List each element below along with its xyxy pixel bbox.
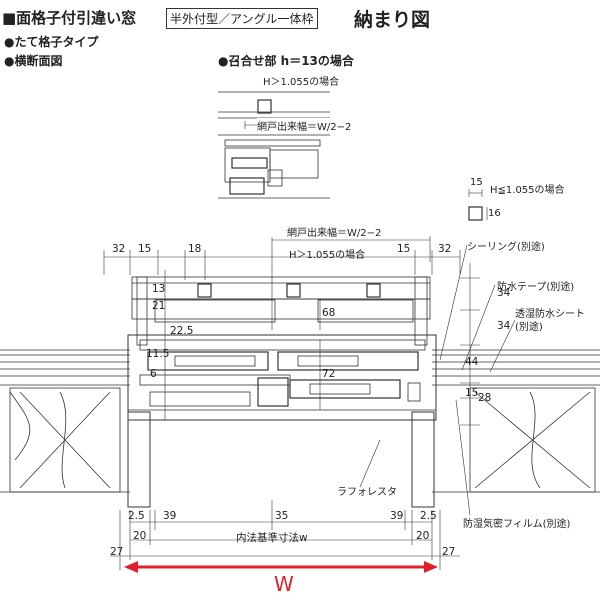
meeting-h-label: H＞1.055の場合 <box>263 77 340 88</box>
callout-sealing: シーリング(別途) <box>467 242 545 253</box>
interior-casing <box>127 411 435 508</box>
page-title: ■面格子付引違い窓 <box>2 9 137 27</box>
inner-dimension-label: 内法基準寸法w <box>236 532 308 544</box>
section-title: 納まり図 <box>354 9 431 31</box>
lattice-frame <box>131 276 431 346</box>
dim-left-1: 13 <box>152 283 166 295</box>
dim-bottom-b2: 20 <box>416 530 430 542</box>
main-screen-label: 網戸出来幅＝W/2−2 <box>287 228 382 239</box>
dim-right-2: 34 <box>497 320 511 332</box>
w-dimension-arrow <box>124 561 438 573</box>
dim-top-3: 18 <box>188 243 202 255</box>
callout-leaders <box>359 244 516 516</box>
inset-dim-top: 15 <box>470 177 483 188</box>
dim-bottom-c2: 27 <box>442 546 456 558</box>
dim-top-2: 15 <box>138 243 152 255</box>
type-label: ●たて格子タイプ <box>4 35 99 49</box>
dim-bottom-a3: 35 <box>275 510 289 522</box>
dim-top-4: 15 <box>397 243 411 255</box>
dim-top-5: 32 <box>438 243 452 255</box>
dim-bottom-b1: 20 <box>133 530 147 542</box>
wall-right <box>432 349 600 493</box>
meeting-heading: ●召合せ部 h＝13の場合 <box>218 54 354 68</box>
window-sash <box>127 334 437 421</box>
dim-center-2: 72 <box>322 368 336 380</box>
callout-film: 防湿気密フィルム(別途) <box>463 519 571 530</box>
inset-dim-side: 16 <box>488 208 501 219</box>
dim-bottom-c1: 27 <box>110 546 124 558</box>
dim-bottom-a5: 2.5 <box>420 510 437 522</box>
callout-sheet-1: 透湿防水シート <box>515 309 585 320</box>
wall-left <box>0 349 130 493</box>
callout-sheet-2: (別途) <box>515 322 543 333</box>
inset-h-label: H≦1.055の場合 <box>490 185 565 196</box>
dim-bottom-a2: 39 <box>163 510 177 522</box>
callout-laforesta: ラフォレスタ <box>337 487 397 498</box>
dim-right-5: 28 <box>478 392 492 404</box>
meeting-rail-detail <box>218 91 330 199</box>
dim-left-4: 11.5 <box>146 348 170 360</box>
main-h-label: H＞1.055の場合 <box>289 250 366 261</box>
dim-left-3: 22.5 <box>170 325 194 337</box>
dim-center-1: 68 <box>322 307 336 319</box>
dim-bottom-a4: 39 <box>390 510 404 522</box>
inset-detail <box>468 189 488 221</box>
frame-type-tag: 半外付型／アングル一体枠 <box>166 8 318 29</box>
dim-top-1: 32 <box>112 243 126 255</box>
dim-left-5: 6 <box>150 368 157 380</box>
callout-tape: 防水テープ(別途) <box>497 282 575 293</box>
dim-right-4: 15 <box>465 387 479 399</box>
view-label: ●横断面図 <box>4 54 63 68</box>
dim-right-3: 44 <box>465 356 479 368</box>
meeting-screen-label: 網戸出来幅＝W/2−2 <box>257 118 352 133</box>
dim-right-1: 34 <box>497 287 511 299</box>
dim-bottom-a1: 2.5 <box>128 510 145 522</box>
dim-left-2: 21 <box>152 300 166 312</box>
w-label: W <box>274 572 294 596</box>
